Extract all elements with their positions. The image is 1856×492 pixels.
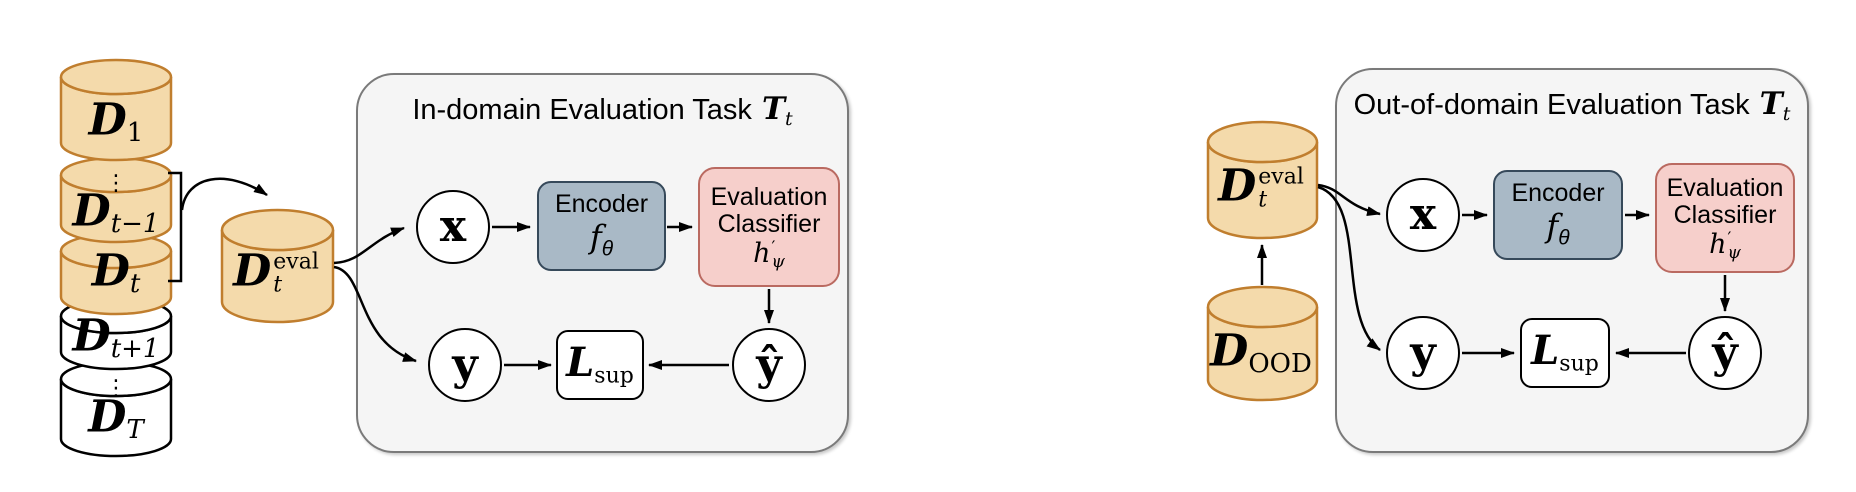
loss-math: Lsup: [566, 341, 634, 388]
math-d: D: [72, 185, 111, 237]
task-symbol-t-sub: t: [785, 108, 793, 130]
x-node-left: x: [416, 190, 490, 264]
encoder-box-left: Encoder fθ: [537, 181, 666, 271]
sub-theta: θ: [1558, 226, 1570, 250]
dataset-label-dT: DT: [88, 391, 144, 445]
loss-box-right: Lsup: [1520, 318, 1610, 388]
dataset-label-dt: Dt: [92, 245, 141, 299]
math-L: L: [566, 339, 595, 387]
classifier-label-line1: Evaluation: [1666, 174, 1784, 203]
selection-bracket: [168, 171, 183, 283]
task-symbol-T: T: [761, 91, 786, 127]
x-label: x: [1409, 189, 1437, 241]
sub-t: t: [1258, 187, 1268, 212]
yhat-node-right: ŷ: [1688, 316, 1762, 390]
task-symbol-T: T: [1759, 86, 1783, 122]
math-d: D: [233, 245, 272, 297]
sub-sup: sup: [594, 363, 634, 389]
yhat-label: ŷ: [756, 339, 782, 391]
sub-t-plus-1: t+1: [110, 333, 160, 364]
y-label: y: [1410, 327, 1436, 379]
dataset-label-dt-minus-1: Dt−1: [73, 185, 160, 239]
sub-psi: ψ: [771, 252, 785, 273]
sup-eval: eval: [1258, 164, 1304, 190]
math-L: L: [1531, 327, 1560, 375]
arrow-stack-to-eval: [180, 177, 268, 211]
evaluation-classifier-box-left: Evaluation Classifier h′ψ: [698, 167, 840, 287]
sub-sup: sup: [1559, 351, 1599, 377]
classifier-math: h′ψ: [1709, 228, 1741, 264]
sub-theta: θ: [601, 237, 614, 261]
sub-t: t: [129, 268, 141, 299]
math-d: D: [1210, 325, 1249, 377]
math-h: h: [753, 238, 771, 270]
math-d: D: [91, 245, 130, 297]
in-domain-task-title: In-domain Evaluation Task Tt: [358, 91, 847, 130]
sub-t: t: [273, 272, 283, 297]
sup-eval: eval: [273, 249, 319, 275]
classifier-label-line2: Classifier: [1673, 201, 1777, 230]
sub-1: 1: [126, 117, 144, 148]
classifier-label-line2: Classifier: [717, 210, 821, 239]
yhat-label: ŷ: [1712, 327, 1738, 379]
encoder-label: Encoder: [1511, 178, 1605, 207]
math-h: h: [1709, 229, 1727, 261]
loss-math: Lsup: [1531, 329, 1599, 376]
math-f: f: [589, 217, 602, 256]
out-of-domain-title-text: Out-of-domain Evaluation Task: [1353, 89, 1750, 121]
encoder-box-right: Encoder fθ: [1493, 170, 1623, 260]
in-domain-title-text: In-domain Evaluation Task: [412, 94, 752, 126]
task-symbol-t-sub: t: [1782, 103, 1791, 125]
y-node-right: y: [1386, 316, 1460, 390]
encoder-label: Encoder: [554, 189, 649, 218]
encoder-math: fθ: [590, 220, 613, 261]
encoder-math: fθ: [1546, 209, 1569, 250]
sub-psi: ψ: [1727, 243, 1741, 264]
sub-T: T: [126, 414, 144, 445]
sup-prime: ′: [1727, 228, 1732, 249]
out-of-domain-task-title: Out-of-domain Evaluation Task Tt: [1337, 86, 1807, 125]
math-d: D: [88, 391, 127, 443]
classifier-label-line1: Evaluation: [710, 183, 828, 212]
math-f: f: [1546, 206, 1559, 245]
yhat-node-left: ŷ: [732, 328, 806, 402]
y-label: y: [452, 339, 478, 391]
dataset-label-dt-plus-1: Dt+1: [73, 310, 160, 364]
evaluation-classifier-box-right: Evaluation Classifier h′ψ: [1655, 163, 1795, 273]
classifier-math: h′ψ: [753, 237, 785, 273]
math-d: D: [72, 310, 111, 362]
math-d: D: [88, 94, 127, 146]
loss-box-left: Lsup: [556, 330, 644, 400]
y-node-left: y: [428, 328, 502, 402]
sup-prime: ′: [771, 237, 776, 258]
dataset-label-d1: D1: [89, 94, 144, 148]
x-node-right: x: [1386, 178, 1460, 252]
sub-OOD: OOD: [1248, 348, 1312, 379]
math-d: D: [1218, 160, 1257, 212]
x-label: x: [439, 201, 467, 253]
ood-dataset-label: DOOD: [1210, 325, 1312, 379]
sub-t-minus-1: t−1: [110, 208, 160, 239]
